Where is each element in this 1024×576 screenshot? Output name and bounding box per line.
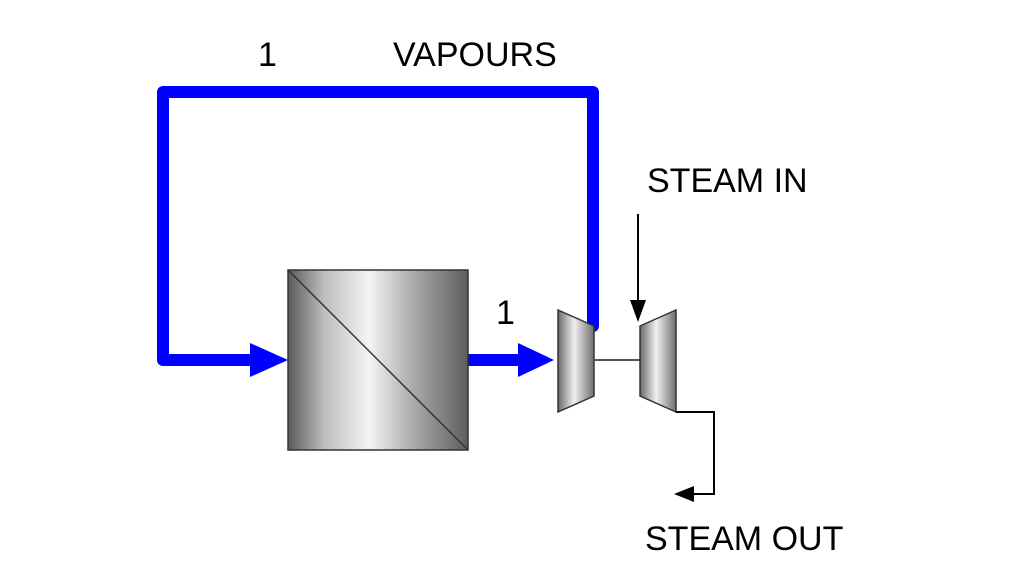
steam-in-stream [630, 214, 646, 322]
steam-in-label: STEAM IN [647, 162, 808, 200]
vapour-recycle-stream [157, 86, 599, 377]
compressor-icon [557, 308, 595, 414]
feed-arrow-icon [518, 343, 554, 377]
steam-out-stream [674, 411, 715, 502]
feed-stream-number: 1 [496, 294, 515, 332]
feed-stream [468, 343, 554, 377]
vapour-inlet-arrow-icon [250, 343, 288, 377]
turbine-icon [639, 308, 677, 414]
heat-exchanger-icon [287, 269, 469, 451]
steam-out-arrow-icon [674, 486, 694, 502]
vapour-stream-number: 1 [258, 36, 277, 74]
steam-out-label: STEAM OUT [645, 520, 843, 558]
vapours-label: VAPOURS [393, 36, 557, 74]
steam-in-arrow-icon [630, 300, 646, 322]
